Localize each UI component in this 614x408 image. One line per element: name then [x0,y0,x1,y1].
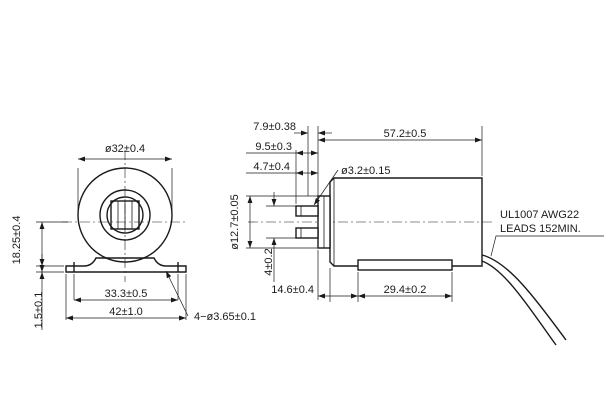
dim-h-1-5: 1.5±0.1 [33,292,45,329]
front-body-inner-circle [99,189,151,241]
front-view [62,150,188,282]
dim-dia-32: ø32±0.4 [105,143,145,155]
dim-d-9-5: 9.5±0.3 [255,141,292,153]
dim-d-29-4: 29.4±0.2 [384,284,427,296]
dim-dia-12-7: ø12.7±0.05 [229,194,241,250]
leader-dia-3-2 [313,169,339,206]
dim-h-4: 4±0.2 [263,248,275,275]
front-body-outer-circle [77,167,173,263]
leads-spec-line1: UL1007 AWG22 [500,209,579,221]
front-dimensions: ø32±0.4 18.25±0.4 1.5±0.1 33.3±0.5 42±1.… [11,143,256,330]
side-mounting-bracket [357,259,453,271]
dim-w-33-3: 33.3±0.5 [105,288,148,300]
side-dimensions: 7.9±0.38 57.2±0.5 9.5±0.3 4.7±0.4 ø3.2±0… [229,121,604,302]
leader-leads [490,235,604,257]
dim-dia-3-2: ø3.2±0.15 [341,165,390,177]
lead-wire-2 [481,260,557,346]
leads-spec-line2: LEADS 152MIN. [500,223,581,235]
dim-holes: 4−ø3.65±0.1 [194,311,256,323]
lead-wire-1 [481,254,567,341]
dim-len-57-2: 57.2±0.5 [384,128,427,140]
dim-d-7-9: 7.9±0.38 [253,121,296,133]
dim-d-14-6: 14.6±0.4 [271,284,314,296]
dim-h-18-25: 18.25±0.4 [11,216,23,265]
front-mounting-bracket [65,257,187,273]
front-bobbin-circle [106,196,144,234]
side-view [248,177,567,346]
side-plunger-pin-lower [295,227,319,239]
dim-d-4-7: 4.7±0.4 [253,161,290,173]
dim-w-42: 42±1.0 [109,306,143,318]
side-plunger-pin-upper [295,205,319,217]
leader-holes [165,270,189,317]
